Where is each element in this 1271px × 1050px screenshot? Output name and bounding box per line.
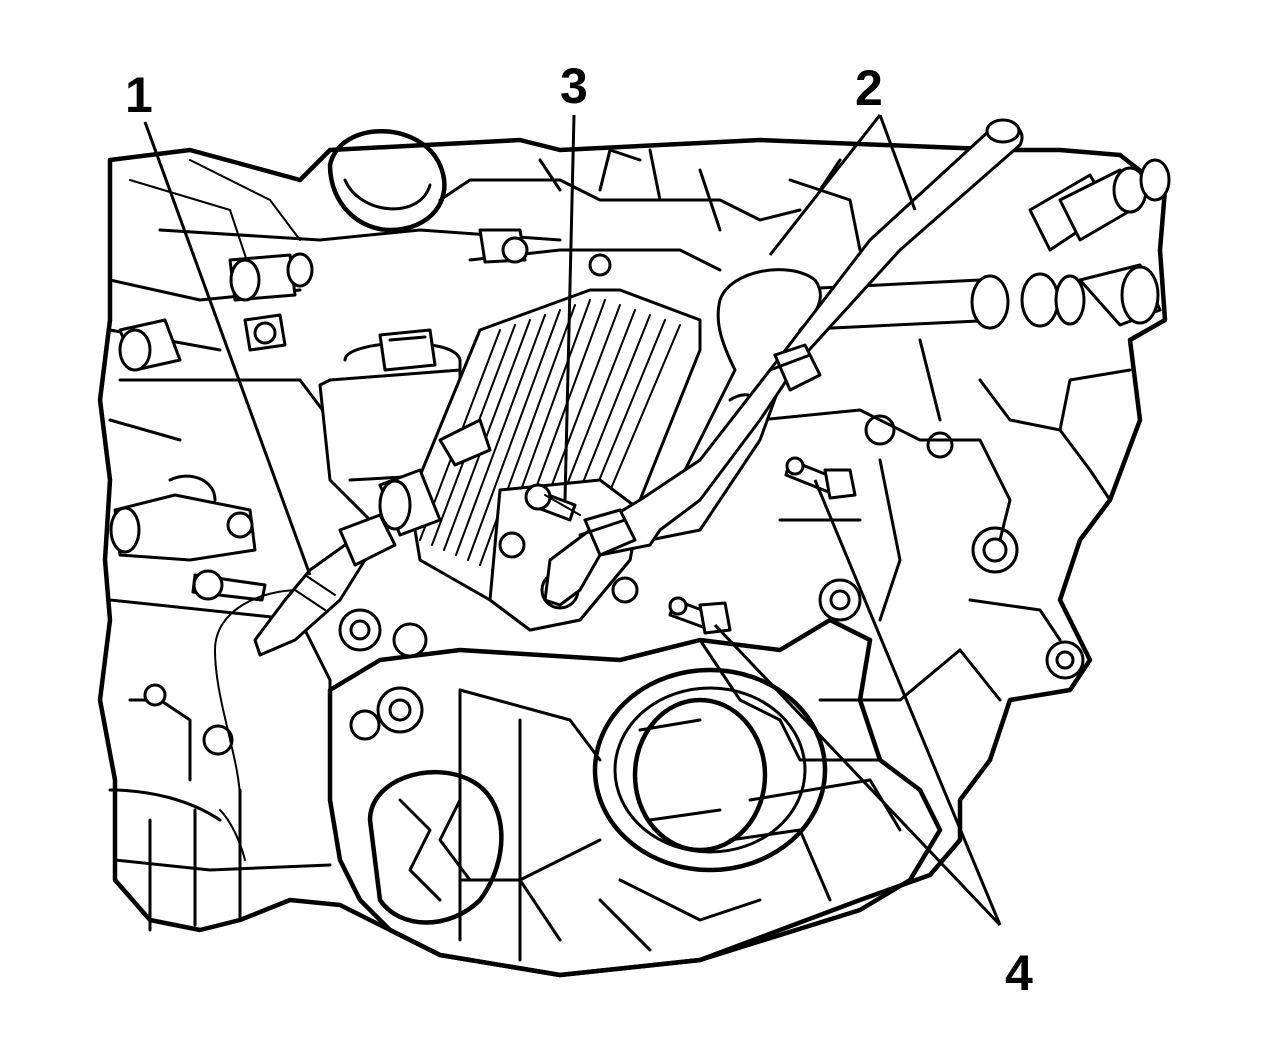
callout-1: 1 bbox=[125, 67, 153, 123]
oil-cooler-bolt-3 bbox=[524, 483, 581, 522]
leader-lines bbox=[143, 114, 1002, 927]
leader-line-2a bbox=[768, 114, 882, 256]
leader-line-4a bbox=[813, 479, 1002, 926]
oil-cooler-bolt-4b bbox=[611, 576, 732, 635]
callout-4: 4 bbox=[1005, 945, 1033, 1001]
oil-pressure-sensor bbox=[253, 513, 397, 657]
callout-3: 3 bbox=[560, 58, 588, 114]
callout-2: 2 bbox=[855, 60, 883, 116]
callouts: 1 3 2 4 bbox=[125, 58, 1033, 1001]
leader-line-4b bbox=[713, 623, 1002, 927]
leader-line-3 bbox=[563, 114, 576, 501]
leader-line-2b bbox=[878, 114, 917, 211]
leader-line-1 bbox=[143, 121, 312, 576]
cooler-hoses bbox=[543, 118, 1024, 607]
oil-cooler-bolt-4a bbox=[784, 456, 857, 500]
engine-block bbox=[97, 129, 1171, 978]
